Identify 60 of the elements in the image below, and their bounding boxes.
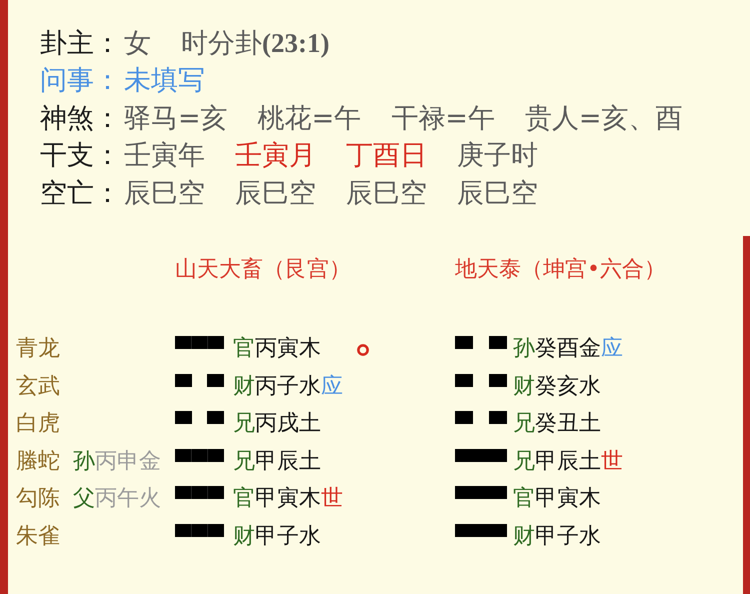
field-value: 辰巳空 (457, 176, 538, 211)
field-value: 辰巳空 (346, 176, 427, 211)
stem-branch-label: 甲寅木 (535, 485, 601, 514)
spirit-label: 青龙 (16, 335, 60, 363)
relation-label: 兄 (513, 448, 535, 476)
hidden-relation-label: 孙 (73, 448, 95, 476)
field-value: 贵人=亥、酉 (524, 102, 682, 136)
field-label: 卦主： (40, 26, 121, 61)
field-value: 时分卦(23:1) (181, 27, 330, 62)
hexagram-title: 山天大畜（艮宫） (175, 256, 351, 284)
spirit-label: 玄武 (16, 372, 60, 401)
relation-label: 兄 (233, 448, 255, 476)
spirit-label: 勾陈 (16, 485, 60, 514)
field-value: 干禄=午 (391, 102, 495, 136)
stem-branch-label: 甲辰土 (535, 448, 601, 476)
field-value: 辰巳空 (235, 176, 316, 211)
field-value: 壬寅年 (124, 139, 205, 174)
field-value: 驿马=亥 (124, 102, 228, 136)
stem-branch-label: 甲寅木 (255, 485, 321, 514)
relation-label: 财 (233, 372, 255, 401)
hexagram-title: 地天泰（坤宫•六合） (455, 256, 666, 284)
stem-branch-label: 甲辰土 (255, 448, 321, 476)
field-label: 干支： (40, 139, 121, 174)
field-label: 神煞： (40, 102, 121, 136)
stem-branch-label: 癸亥水 (535, 372, 601, 401)
response-marker: 应 (601, 335, 623, 363)
stem-branch-label: 癸酉金 (535, 335, 601, 363)
hidden-stem-branch-label: 丙午火 (95, 485, 161, 514)
stem-branch-label: 癸丑土 (535, 410, 601, 438)
relation-label: 兄 (513, 410, 535, 438)
field-label: 问事： (40, 64, 121, 98)
field-value: 女 (124, 26, 151, 61)
relation-label: 官 (233, 335, 255, 363)
world-marker: 世 (321, 485, 343, 514)
hidden-stem-branch-label: 丙申金 (95, 448, 161, 476)
relation-label: 孙 (513, 335, 535, 363)
relation-label: 财 (513, 523, 535, 551)
field-value: 辰巳空 (124, 176, 205, 211)
stem-branch-label: 丙寅木 (255, 335, 321, 363)
relation-label: 财 (233, 523, 255, 551)
relation-label: 官 (513, 485, 535, 514)
field-value: 未填写 (124, 64, 205, 98)
field-value: 丁酉日 (346, 139, 427, 174)
stem-branch-label: 甲子水 (535, 523, 601, 551)
stem-branch-label: 甲子水 (255, 523, 321, 551)
field-value: 庚子时 (457, 139, 538, 174)
spirit-label: 白虎 (16, 410, 60, 438)
field-label: 空亡： (40, 176, 121, 211)
relation-label: 官 (233, 485, 255, 514)
field-value: 壬寅月 (235, 139, 316, 174)
relation-label: 兄 (233, 410, 255, 438)
world-marker: 世 (601, 448, 623, 476)
spirit-label: 朱雀 (16, 523, 60, 551)
spirit-label: 螣蛇 (16, 448, 60, 476)
field-value: 桃花=午 (258, 102, 362, 136)
response-marker: 应 (321, 372, 343, 401)
hidden-relation-label: 父 (73, 485, 95, 514)
stem-branch-label: 丙子水 (255, 372, 321, 401)
stem-branch-label: 丙戌土 (255, 410, 321, 438)
relation-label: 财 (513, 372, 535, 401)
